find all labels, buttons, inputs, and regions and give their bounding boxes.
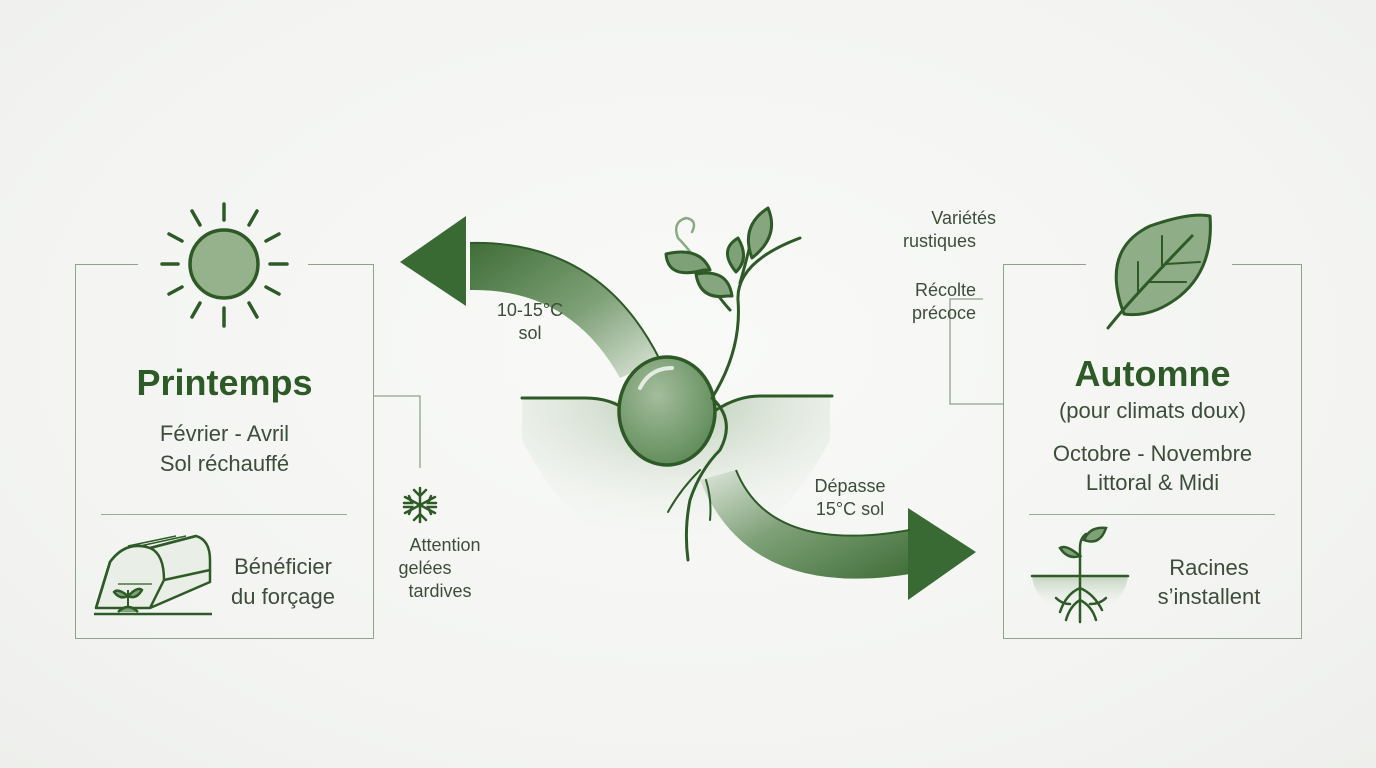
spring-condition: Sol réchauffé bbox=[159, 451, 290, 476]
left-arrow-label-line1: 10-15°C bbox=[496, 300, 564, 320]
harvest-note-line2: précoce bbox=[911, 303, 976, 323]
autumn-benefit-line2: s’installent bbox=[1157, 584, 1261, 609]
autumn-benefit-line1: Racines bbox=[1169, 555, 1249, 580]
spring-benefit-line1: Bénéficier bbox=[234, 554, 332, 579]
autumn-subtitle: (pour climats doux) bbox=[1058, 398, 1247, 423]
spring-panel bbox=[75, 264, 374, 639]
connector-lines bbox=[373, 298, 1003, 468]
autumn-panel bbox=[1003, 264, 1302, 639]
spring-panel-top-left bbox=[75, 264, 138, 265]
greenhouse-icon bbox=[94, 534, 212, 616]
autumn-divider bbox=[1029, 514, 1275, 515]
autumn-months: Octobre - Novembre bbox=[1052, 441, 1253, 466]
sun-icon bbox=[160, 202, 289, 328]
spring-benefit-line2: du forçage bbox=[231, 584, 335, 609]
harvest-note-line1: Récolte bbox=[914, 280, 976, 300]
varieties-note-line2: rustiques bbox=[902, 231, 976, 251]
spring-panel-top-right bbox=[308, 264, 373, 265]
right-arrow-shape bbox=[700, 469, 976, 600]
spring-title: Printemps bbox=[136, 362, 313, 403]
autumn-region: Littoral & Midi bbox=[1085, 470, 1220, 495]
autumn-panel-top-right bbox=[1232, 264, 1301, 265]
right-arrow-label-line2: 15°C sol bbox=[815, 499, 885, 519]
spring-months: Février - Avril bbox=[159, 421, 290, 446]
spring-divider bbox=[101, 514, 347, 515]
rooted-sprout-icon bbox=[1030, 526, 1130, 624]
autumn-panel-top-left bbox=[1003, 264, 1086, 265]
autumn-title: Automne bbox=[1074, 353, 1231, 394]
snowflake-icon bbox=[402, 486, 438, 524]
leaf-icon bbox=[1106, 213, 1212, 330]
right-arrow-label-line1: Dépasse bbox=[814, 476, 886, 496]
frost-note-line2: gelées bbox=[398, 558, 452, 578]
left-arrow-label-line2: sol bbox=[518, 323, 542, 343]
frost-note-line3: tardives bbox=[408, 581, 472, 601]
frost-note-line1: Attention bbox=[409, 535, 481, 555]
seedling-seed-icon bbox=[617, 206, 802, 562]
varieties-note-line1: Variétés bbox=[931, 208, 996, 228]
left-arrow-shape bbox=[400, 216, 661, 378]
